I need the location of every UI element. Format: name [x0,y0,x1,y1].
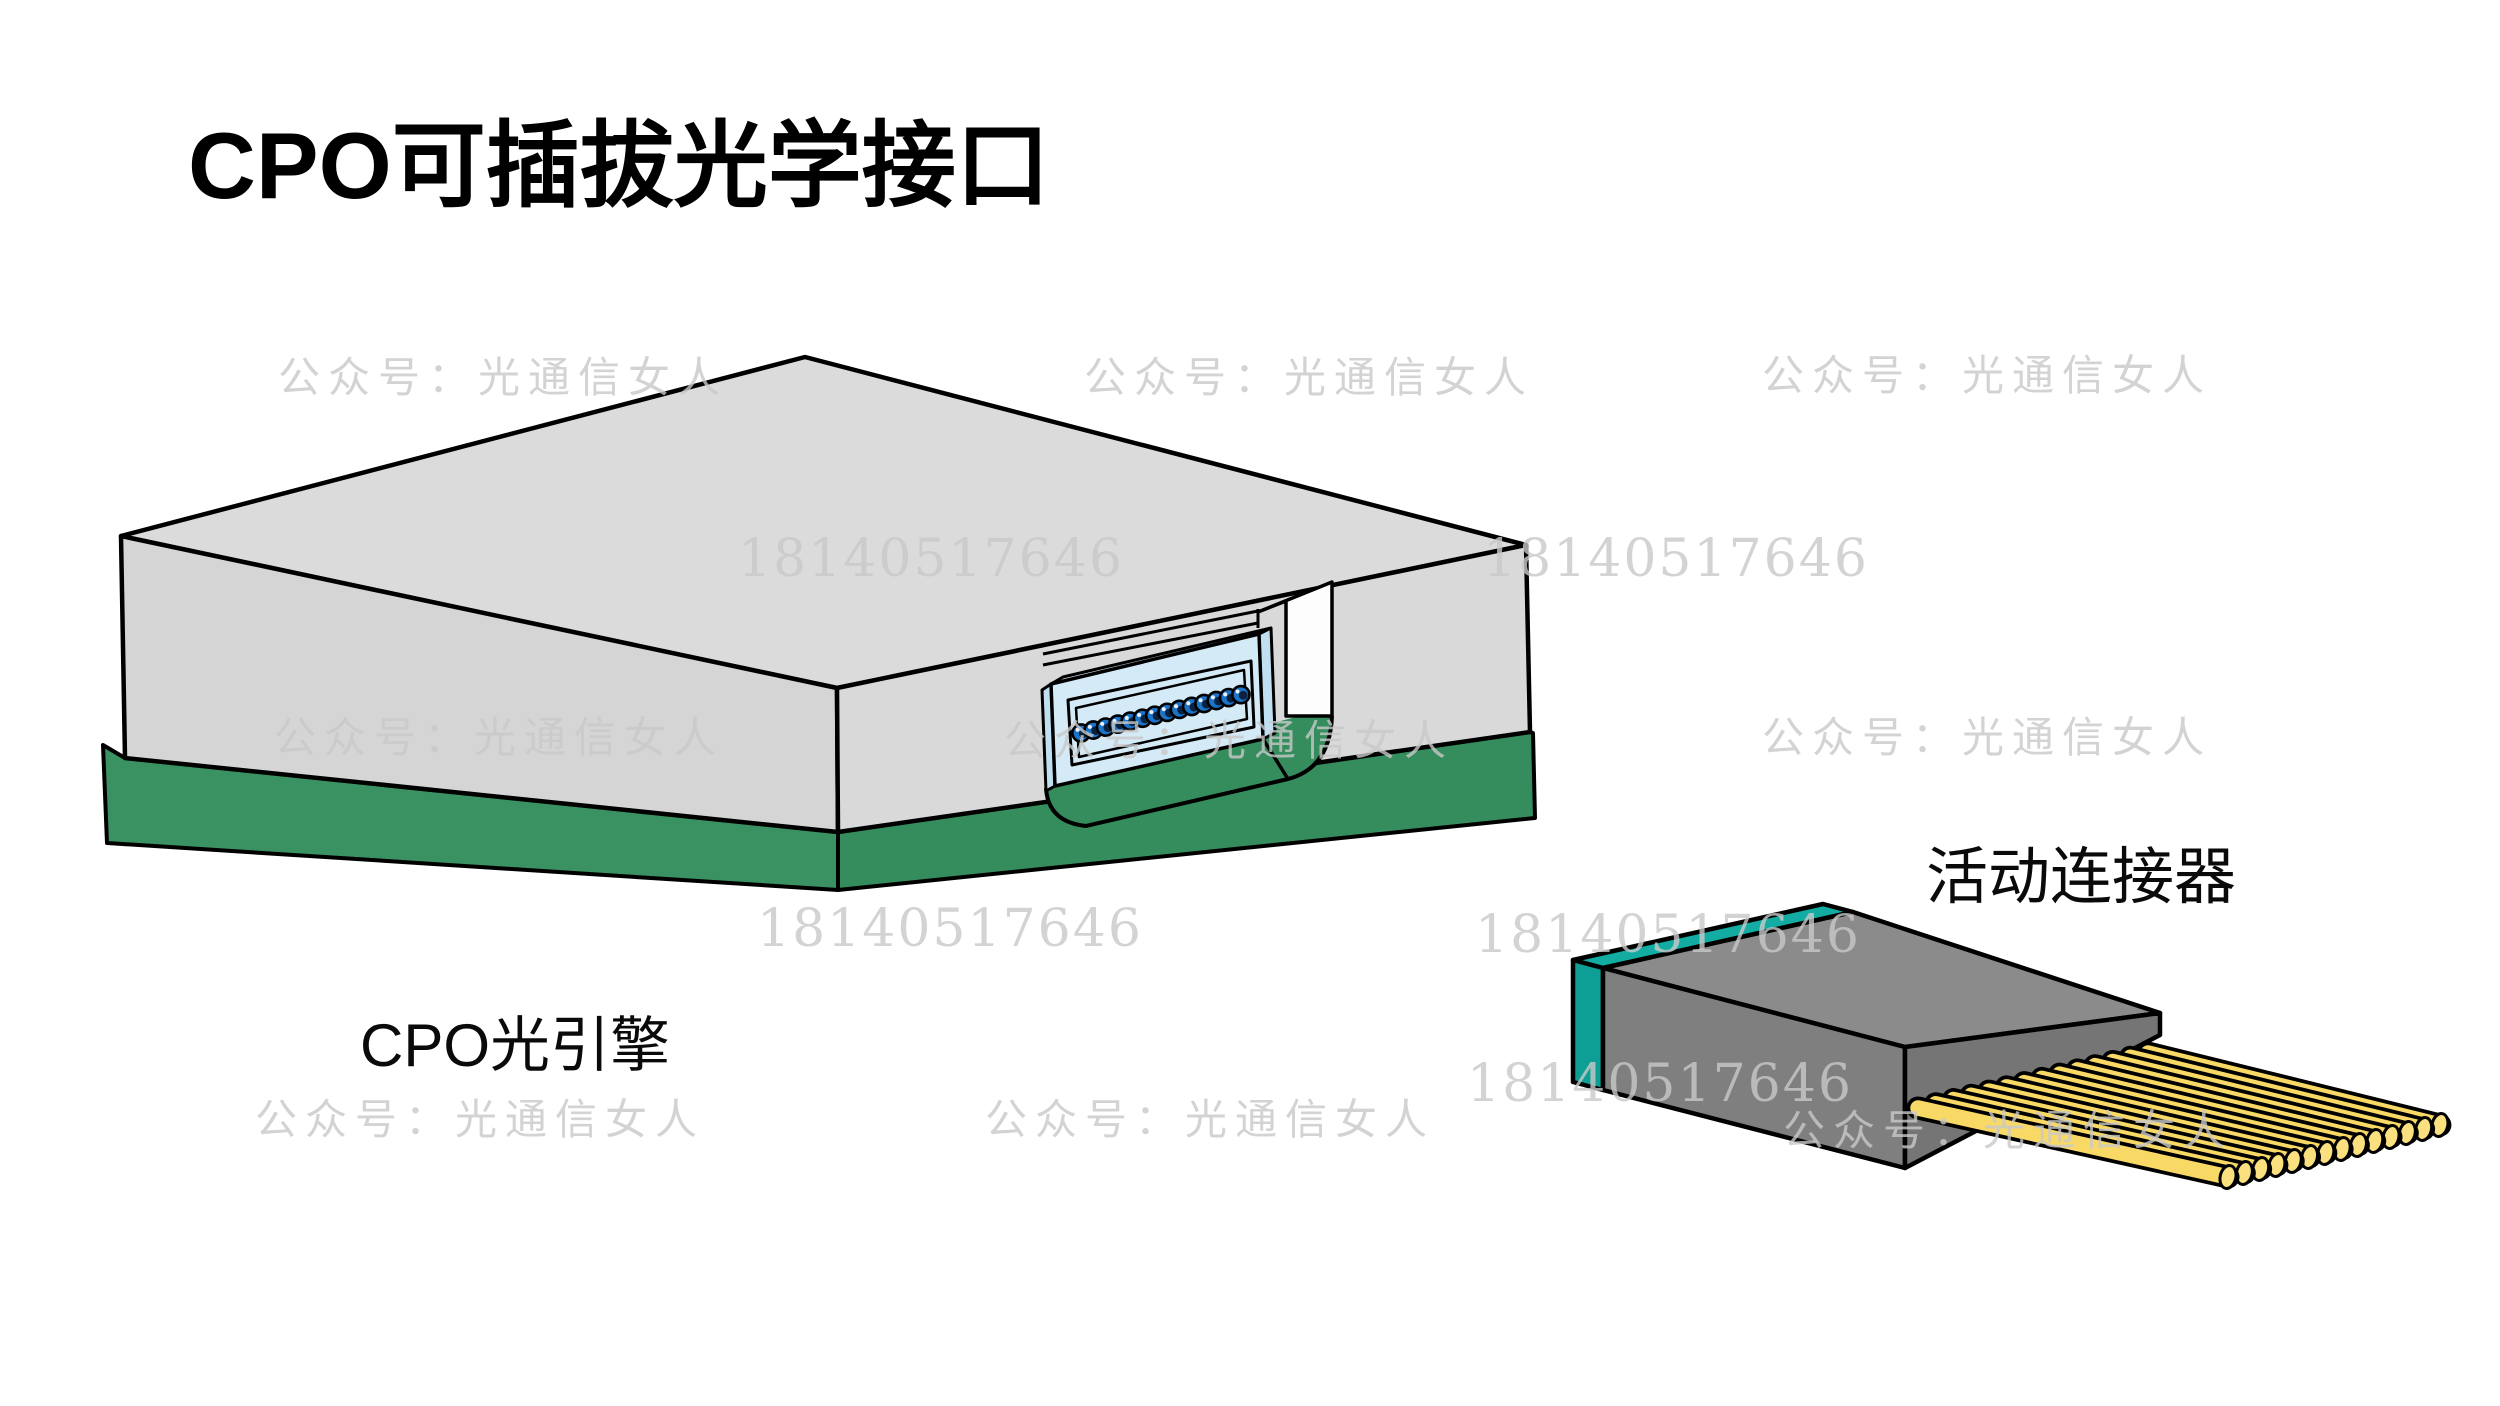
fiber-port-highlight [1087,724,1092,729]
watermark-phone: 18140517646 [1483,529,1869,589]
socket-guide-rails [1042,609,1260,667]
cpo-optical-engine [101,354,1537,892]
fiber-port-highlight [1124,716,1129,720]
watermark-phone: 18140517646 [757,899,1143,959]
fiber-port-highlight [1235,689,1240,694]
label-optical-engine: CPO光引擎 [360,1012,670,1079]
page-title: CPO可插拔光学接口 [188,113,1050,218]
watermark-account: 公众号：光通信女人 [274,713,724,762]
watermark-account: 公众号：光通信女人 [985,1095,1435,1144]
fiber-port-highlight [1198,698,1203,703]
fiber-port-highlight [1174,704,1178,709]
fiber-port-highlight [1223,692,1228,697]
optical-receptacle [1040,626,1277,793]
fiber-port-highlight [1186,701,1191,706]
watermark-account: 公众号：光通信女人 [1084,353,1534,402]
fiber-port-highlight [1149,710,1154,715]
receptacle-recess-outer [1066,659,1256,767]
watermark-account: 公众号：光通信女人 [1762,351,2212,400]
socket-cavity [1256,580,1334,718]
watermark-account: 公众号：光通信女人 [1004,716,1454,765]
fiber-ports [1071,684,1251,743]
watermark-account: 公众号：光通信女人 [255,1095,705,1144]
fiber-port-highlight [1161,707,1166,712]
watermark-account: 公众号：光通信女人 [1762,713,2212,762]
fiber-port-highlight [1075,727,1080,732]
label-movable-connector: 活动连接器 [1926,843,2236,912]
watermark-phone: 18140517646 [1475,905,1861,965]
movable-connector [1570,901,2452,1190]
fiber-port-core [1238,690,1248,700]
fiber-port-highlight [1112,718,1117,723]
watermark-account: 公众号：光通信女人 [1783,1106,2233,1155]
fiber-end-face [2218,1164,2238,1190]
fiber-ribbon [1906,1041,2452,1190]
fiber [1910,1100,2236,1185]
watermark-account: 公众号：光通信女人 [278,353,728,402]
watermarks: 公众号：光通信女人 公众号：光通信女人 公众号：光通信女人 公众号：光通信女人 … [255,351,2233,1155]
watermark-phone: 18140517646 [1467,1054,1853,1114]
fiber-port-highlight [1100,721,1105,726]
fiber-port-highlight [1137,713,1142,718]
cavity-floor-edge [1261,738,1290,780]
fiber-port-highlight [1210,695,1215,700]
watermark-phone: 18140517646 [738,529,1124,589]
